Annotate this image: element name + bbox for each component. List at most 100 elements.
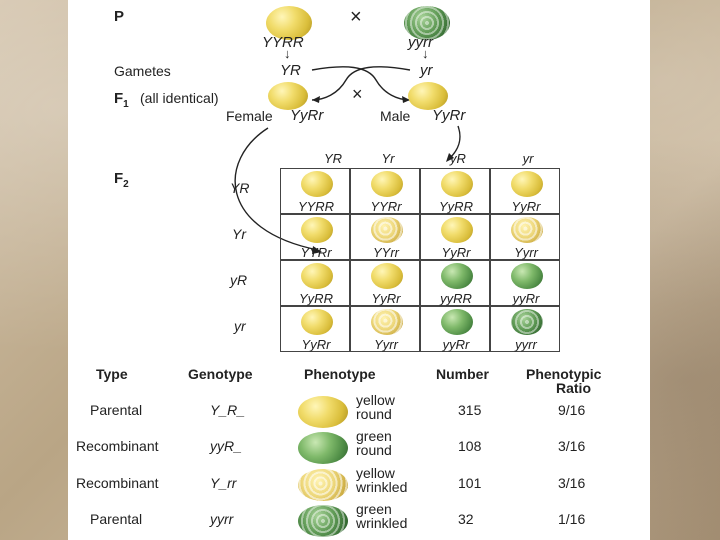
row-ratio: 3/16 — [558, 438, 586, 454]
parent-yellow-round-pea — [266, 6, 312, 40]
gametes-label: Gametes — [114, 63, 171, 79]
green-round-pea-icon — [511, 263, 543, 289]
punnett-cell-genotype: YyRr — [441, 245, 471, 260]
punnett-col-header: Yr — [381, 151, 395, 166]
green-wrinkled-pea-icon — [298, 505, 348, 537]
punnett-row-header: yR — [230, 272, 248, 288]
punnett-col-header: yr — [522, 151, 534, 166]
yellow-wrinkled-pea-icon — [371, 309, 403, 335]
f1-note: (all identical) — [140, 90, 219, 106]
punnett-cell-genotype: YYRR — [297, 199, 335, 214]
punnett-cell-genotype: YYRr — [300, 245, 332, 260]
table-header-phenotype: Phenotype — [304, 366, 376, 382]
punnett-cell: YYRr — [280, 214, 350, 260]
male-genotype: YyRr — [432, 107, 466, 124]
row-phenotype-shape: wrinkled — [356, 479, 408, 495]
punnett-cell-genotype: YYrr — [373, 245, 399, 260]
male-label: Male — [380, 108, 411, 124]
table-header-genotype: Genotype — [188, 366, 253, 382]
p-generation-label: P — [114, 8, 125, 25]
yellow-round-pea-icon — [441, 217, 473, 243]
punnett-cell: YyRr — [490, 168, 560, 214]
yellow-wrinkled-pea-icon — [371, 217, 403, 243]
punnett-cell-genotype: Yyrr — [374, 337, 398, 352]
row-ratio: 9/16 — [558, 402, 586, 418]
punnett-cell: YYRr — [350, 168, 420, 214]
punnett-cell: YYRR — [280, 168, 350, 214]
green-round-pea-icon — [441, 309, 473, 335]
yellow-round-pea-icon — [511, 171, 543, 197]
row-genotype: yyrr — [210, 511, 234, 527]
row-genotype: Y_rr — [210, 475, 237, 491]
row-number: 108 — [458, 438, 482, 454]
row-number: 315 — [458, 402, 482, 418]
table-header-number: Number — [436, 366, 489, 382]
row-number: 101 — [458, 475, 482, 491]
punnett-cell-genotype: Yyrr — [514, 245, 538, 260]
punnett-cell-genotype: yyRr — [442, 337, 470, 352]
female-label: Female — [226, 108, 273, 124]
punnett-cell-genotype: YyRr — [511, 199, 541, 214]
yellow-round-pea-icon — [298, 396, 348, 428]
yellow-round-pea-icon — [441, 171, 473, 197]
row-phenotype-color: green — [356, 428, 392, 444]
punnett-cell-genotype: YYRr — [370, 199, 402, 214]
green-round-pea-icon — [298, 432, 348, 464]
punnett-cell-genotype: yyRr — [512, 291, 540, 306]
green-round-pea-icon — [441, 263, 473, 289]
row-genotype: Y_R_ — [210, 402, 246, 418]
punnett-cell-genotype: YyRR — [299, 291, 333, 306]
yellow-round-pea-icon — [371, 263, 403, 289]
row-phenotype-color: green — [356, 501, 392, 517]
punnett-cell: YyRr — [280, 306, 350, 352]
content-panel: P × YYRR yyrr ↓ ↓ Gametes YR yr F1 (all … — [68, 0, 650, 540]
punnett-row-header: Yr — [232, 226, 246, 242]
arrow-down-right-icon: ↓ — [422, 46, 429, 61]
punnett-cell-genotype: YyRr — [301, 337, 331, 352]
row-phenotype-color: yellow — [356, 465, 395, 481]
arrow-down-left-icon: ↓ — [284, 46, 291, 61]
f1-to-f2-arrows-icon — [234, 125, 461, 254]
row-type: Recombinant — [76, 475, 159, 491]
yellow-round-pea-icon — [301, 217, 333, 243]
yellow-wrinkled-pea-icon — [298, 469, 348, 501]
punnett-cell: Yyrr — [350, 306, 420, 352]
punnett-row-header: YR — [230, 180, 250, 196]
row-ratio: 3/16 — [558, 475, 586, 491]
parent-female-genotype: YYRR — [262, 34, 304, 51]
row-genotype: yyR_ — [210, 438, 242, 454]
cross-symbol-f1: × — [352, 84, 363, 104]
table-header-ratio-line1: Phenotypic — [526, 366, 602, 382]
row-phenotype-shape: wrinkled — [356, 515, 408, 531]
punnett-cell: YyRr — [420, 214, 490, 260]
yellow-round-pea-icon — [371, 171, 403, 197]
row-phenotype-color: yellow — [356, 392, 395, 408]
f1-label: F1 — [114, 90, 129, 110]
punnett-cell: YyRR — [280, 260, 350, 306]
row-number: 32 — [458, 511, 474, 527]
punnett-cell: yyRr — [420, 306, 490, 352]
row-ratio: 1/16 — [558, 511, 586, 527]
yellow-round-pea-icon — [301, 171, 333, 197]
gamete-crossing-arrows-icon — [311, 66, 411, 103]
gamete-left: YR — [280, 62, 301, 79]
punnett-cell: YyRR — [420, 168, 490, 214]
yellow-round-pea-icon — [301, 263, 333, 289]
punnett-col-header: yR — [450, 151, 466, 166]
punnett-cell-genotype: YyRR — [439, 199, 473, 214]
row-type: Recombinant — [76, 438, 159, 454]
punnett-cell: yyrr — [490, 306, 560, 352]
female-genotype: YyRr — [290, 107, 324, 124]
punnett-cell: Yyrr — [490, 214, 560, 260]
punnett-cell-genotype: yyrr — [515, 337, 537, 352]
f2-label: F2 — [114, 170, 129, 190]
punnett-col-header: YR — [323, 151, 343, 166]
yellow-wrinkled-pea-icon — [511, 217, 543, 243]
punnett-cell: YYrr — [350, 214, 420, 260]
f1-female-pea — [268, 82, 308, 110]
yellow-round-pea-icon — [301, 309, 333, 335]
table-header-ratio-line2: Ratio — [556, 380, 591, 396]
punnett-cell-genotype: yyRR — [440, 291, 472, 306]
cross-symbol-p: × — [350, 6, 362, 28]
